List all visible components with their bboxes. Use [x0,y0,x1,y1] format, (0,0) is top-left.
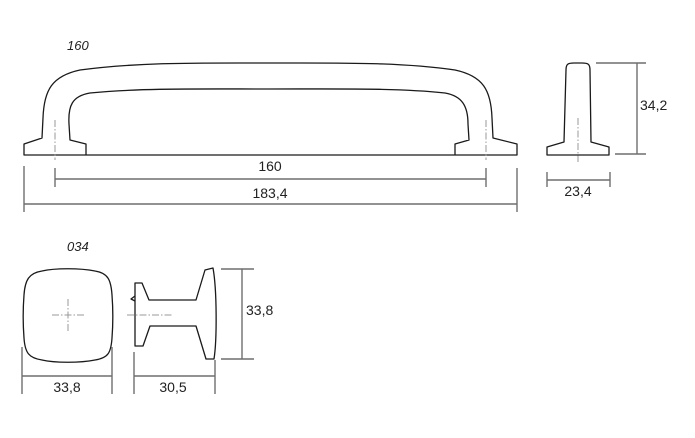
handle-center-distance-dimension: 160 [54,158,487,187]
knob-side-height-dimension: 33,8 [221,268,273,360]
knob-front-width-value: 33,8 [53,379,80,395]
knob-side-depth-dimension: 30,5 [133,352,216,395]
handle-height-dimension: 34,2 [596,62,667,155]
handle-overall-length-value: 183,4 [252,185,287,201]
knob-front-width-dimension: 33,8 [21,347,113,395]
knob-side-view-outline [134,267,217,360]
handle-side-view-outline [546,62,610,156]
knob-front-view-outline [22,268,114,363]
handle-160-group: 160 160 183,4 34,2 [23,38,667,212]
handle-overall-length-dimension: 183,4 [23,166,518,212]
handle-front-view-outline [23,62,518,156]
knob-side-height-value: 33,8 [246,302,273,318]
handle-center-distance-value: 160 [258,158,282,174]
knob-side-depth-value: 30,5 [159,379,186,395]
knob-model-label: 034 [67,239,89,254]
knob-side-nub [130,295,136,302]
handle-height-value: 34,2 [640,97,667,113]
handle-model-label: 160 [67,38,89,53]
handle-side-width-dimension: 23,4 [546,172,611,199]
knob-034-group: 034 33,8 33,8 30,5 [21,239,273,395]
handle-side-width-value: 23,4 [564,183,591,199]
